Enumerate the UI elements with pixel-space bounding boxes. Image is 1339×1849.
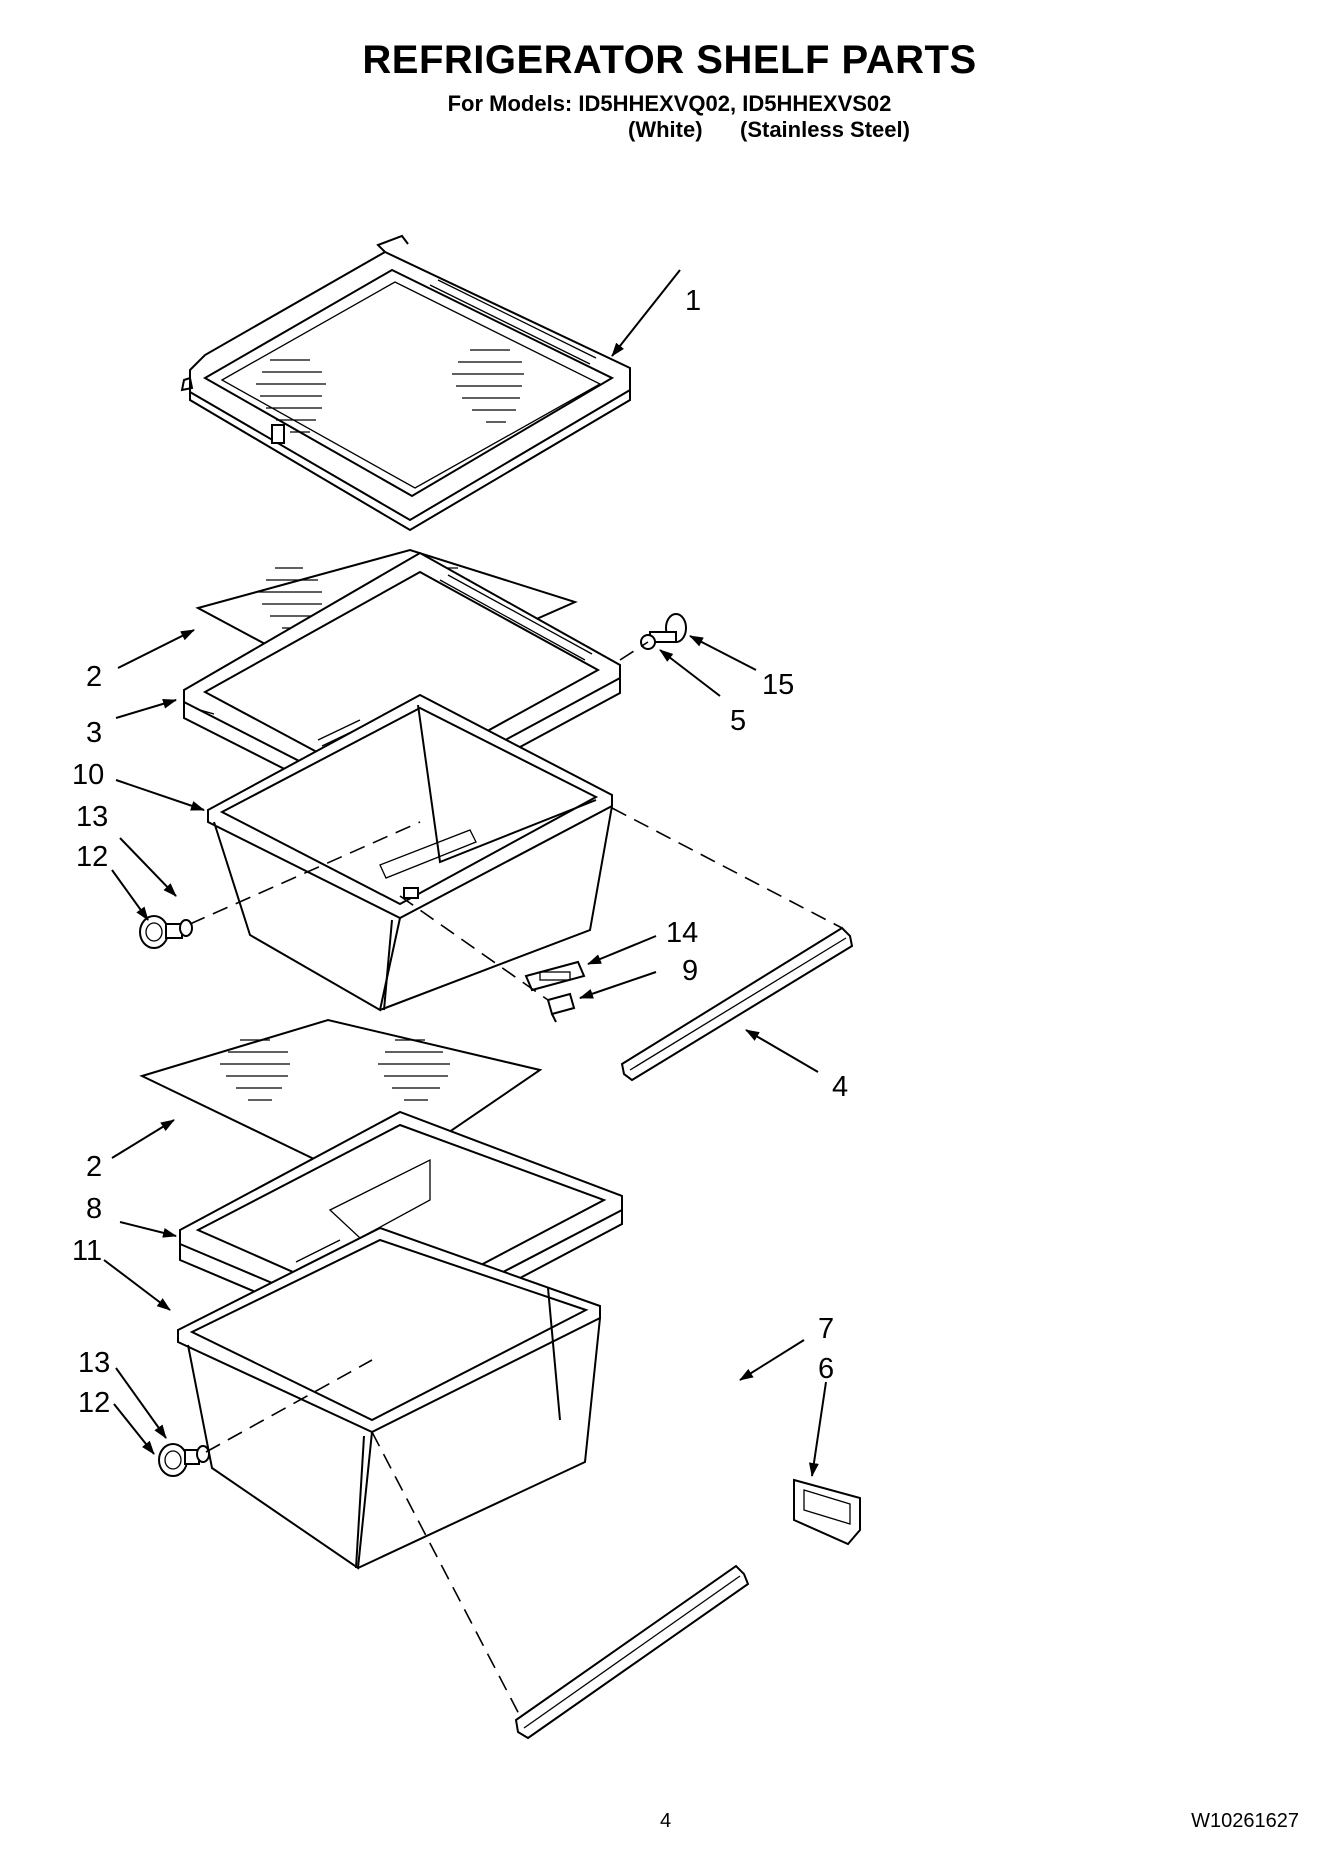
page-title: REFRIGERATOR SHELF PARTS: [362, 38, 977, 82]
callout-12-lower: 12: [78, 1387, 110, 1419]
callout-15: 15: [762, 669, 794, 701]
part-6-bracket: [793, 1478, 861, 1546]
document-number: W10261627: [1191, 1810, 1299, 1832]
callout-2-lower: 2: [86, 1151, 102, 1183]
page-number: 4: [660, 1810, 672, 1832]
part-15-cam-and-part-5-screw: [640, 613, 687, 650]
callout-2-upper: 2: [86, 661, 102, 693]
variant-white: (White): [628, 117, 703, 142]
callout-1: 1: [685, 285, 701, 317]
callout-9: 9: [682, 955, 698, 987]
leader-arrows: [103, 269, 827, 1477]
callout-12-upper: 12: [76, 841, 108, 873]
part-13-12-wheel-lower: [158, 1443, 210, 1477]
callout-13-lower: 13: [78, 1347, 110, 1379]
callout-11: 11: [72, 1235, 102, 1267]
callout-3: 3: [86, 717, 102, 749]
part-1-shelf-frame: [180, 234, 631, 532]
callout-6: 6: [818, 1353, 834, 1385]
part-11-drawer-lower: [177, 1226, 601, 1570]
callout-10: 10: [72, 759, 104, 791]
part-9-tab: [546, 992, 576, 1023]
callout-14: 14: [666, 917, 698, 949]
part-13-12-wheel-upper: [139, 915, 193, 949]
callout-7: 7: [818, 1313, 834, 1345]
models-line: For Models: ID5HHEXVQ02, ID5HHEXVS02: [447, 91, 892, 116]
part-14-clip: [524, 960, 586, 992]
variant-stainless: (Stainless Steel): [740, 117, 910, 142]
callout-8: 8: [86, 1193, 102, 1225]
callout-13-upper: 13: [76, 801, 108, 833]
part-2-glass-shelf-lower: [139, 1018, 543, 1188]
alignment-lines: [189, 641, 843, 1717]
part-10-drawer-upper: [207, 693, 613, 1012]
part-7-trim-lower: [514, 1564, 750, 1740]
part-4-trim-upper: [620, 926, 854, 1082]
callout-5: 5: [730, 705, 746, 737]
callout-4: 4: [832, 1071, 848, 1103]
